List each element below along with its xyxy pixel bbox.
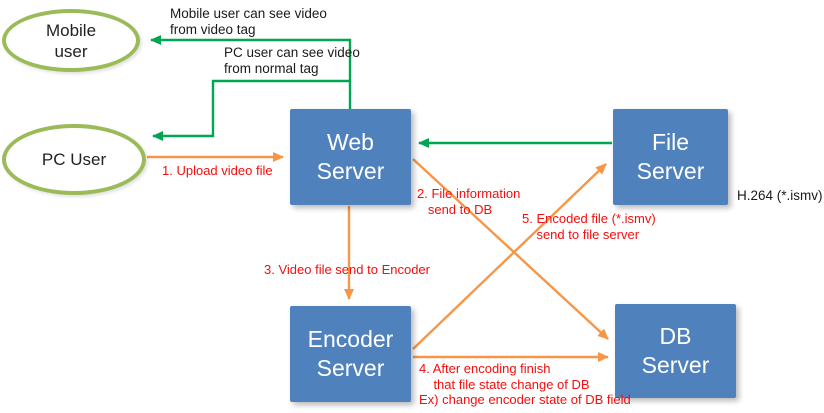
step4-after-encoding: 4. After encoding finish that file state…	[419, 361, 631, 407]
step2-file-information: 2. File information send to DB	[417, 186, 521, 217]
node-db-server: DB Server	[615, 304, 736, 398]
node-mobile-user-label: Mobile user	[45, 20, 97, 61]
step1-upload-video-file: 1. Upload video file	[162, 163, 273, 178]
node-encoder-server-label: Encoder Server	[307, 326, 394, 381]
node-file-server-label: File Server	[636, 129, 705, 184]
node-pc-user: PC User	[2, 124, 146, 195]
label-pc-normal-tag: PC user can see video from normal tag	[224, 45, 360, 76]
node-file-server: File Server	[613, 109, 728, 205]
step5-encoded-file: 5. Encoded file (*.ismv) send to file se…	[522, 211, 656, 242]
step3-video-to-encoder: 3. Video file send to Encoder	[264, 262, 430, 277]
node-db-server-label: DB Server	[641, 323, 710, 378]
node-mobile-user: Mobile user	[2, 9, 140, 72]
node-web-server-label: Web Server	[316, 129, 385, 184]
node-encoder-server: Encoder Server	[290, 306, 411, 402]
node-web-server: Web Server	[290, 109, 411, 205]
label-h264-format: H.264 (*.ismv)	[737, 188, 823, 203]
label-mobile-video-tag: Mobile user can see video from video tag	[170, 6, 327, 37]
node-pc-user-label: PC User	[41, 150, 107, 169]
